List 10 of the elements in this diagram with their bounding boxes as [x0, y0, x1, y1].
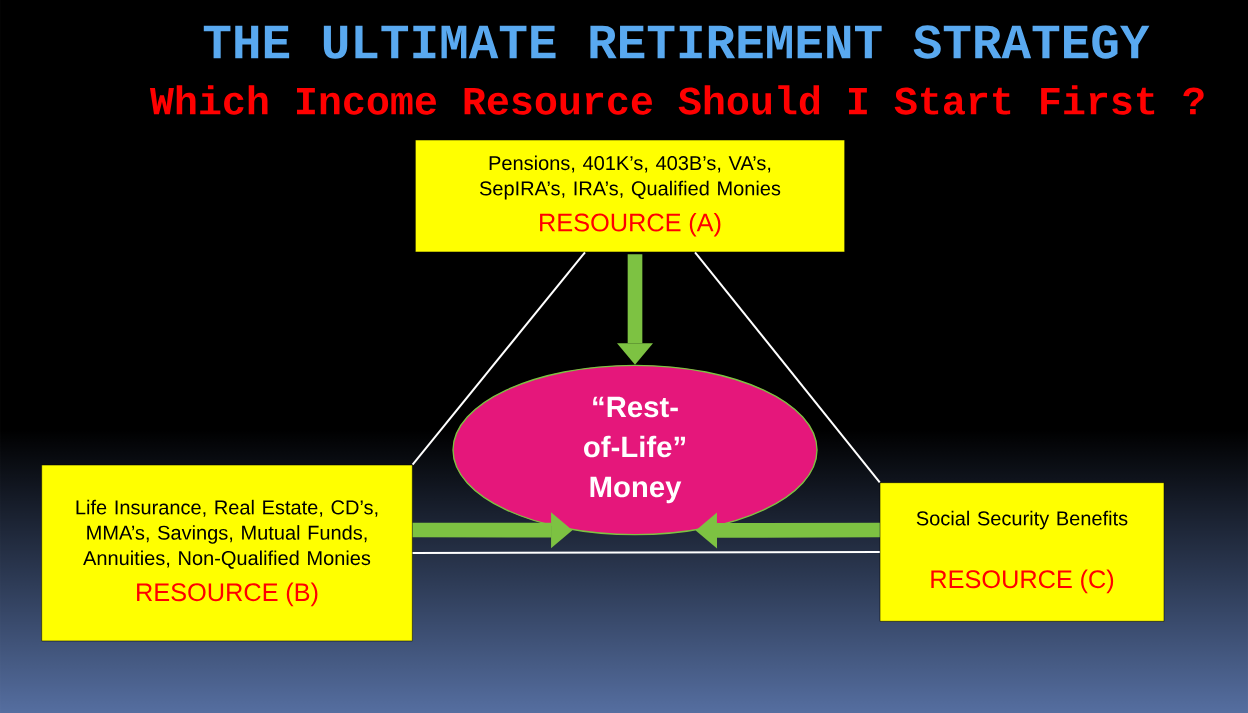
arrow	[617, 254, 653, 365]
title: THE ULTIMATE RETIREMENT STRATEGY	[203, 25, 1150, 59]
triangle-line	[411, 551, 881, 554]
resource-box: Life Insurance, Real Estate, CD’s, MMA’s, Savings, Mutual Funds, Annuities, Non-Qualified Monies RESOURCE (B)	[41, 464, 413, 642]
resource-box: Social Security Benefits RESOURCE (C)	[879, 482, 1165, 622]
triangle-line	[411, 251, 586, 466]
resource-box: Pensions, 401K’s, 403B’s, VA’s, SepIRA’s, IRA’s, Qualified Monies RESOURCE (A)	[415, 139, 845, 253]
arrow	[412, 512, 573, 549]
arrow	[695, 512, 880, 549]
triangle-line	[694, 251, 881, 484]
